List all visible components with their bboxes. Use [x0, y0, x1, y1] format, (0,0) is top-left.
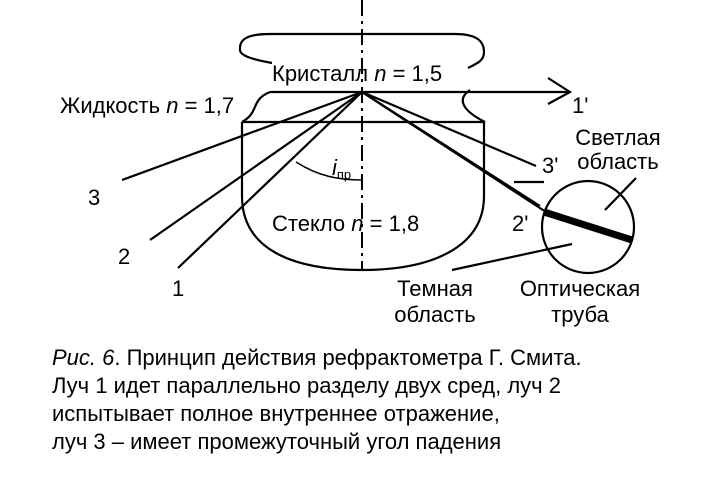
caption-line-2: Луч 1 идет параллельно разделу двух сред…	[52, 373, 561, 398]
caption-line-3: испытывает полное внутреннее отражение,	[52, 401, 500, 426]
light-region-pointer	[604, 177, 637, 211]
light-region-label: Светлая область	[575, 125, 661, 174]
ray-2-exit	[361, 91, 541, 207]
ray-3-label: 3	[88, 185, 101, 210]
glass-prism-outline	[240, 122, 486, 272]
ray-2	[149, 91, 363, 241]
liquid-edge-left	[241, 90, 271, 123]
ray-1-label: 1	[172, 276, 185, 301]
caption-title: Рис. 6. Принцип действия рефрактометра Г…	[52, 345, 582, 370]
ray-1-arrow-icon	[547, 77, 573, 105]
caption-fig-number: Рис. 6	[52, 345, 115, 370]
critical-angle-label: iпр	[332, 155, 352, 183]
dark-region-label: Темная область	[394, 276, 476, 327]
caption-line-4: луч 3 – имеет промежуточный угол падения	[52, 429, 502, 454]
dark-region-pointer	[451, 242, 573, 272]
ray-3-prime-label: 3'	[542, 153, 559, 178]
crystal-outline	[238, 32, 486, 69]
glass-label: Стекло n = 1,8	[272, 211, 420, 236]
liquid-edge-right	[461, 89, 486, 123]
optical-tube	[540, 179, 636, 275]
ray-3	[121, 90, 363, 182]
crystal-label: Кристалл n = 1,5	[272, 61, 443, 86]
light-dark-boundary	[542, 208, 634, 244]
figure-caption: Рис. 6. Принцип действия рефрактометра Г…	[52, 344, 712, 456]
ray-3-exit	[361, 90, 537, 168]
ray-1	[177, 91, 363, 269]
optical-tube-label: Оптическая труба	[519, 276, 641, 327]
ray-2-prime-label: 2'	[512, 211, 529, 236]
liquid-label: Жидкость n = 1,7	[60, 93, 235, 118]
ray-2-label: 2	[118, 244, 131, 269]
ray-1-prime-label: 1'	[572, 93, 589, 118]
critical-angle-arc	[295, 161, 363, 181]
